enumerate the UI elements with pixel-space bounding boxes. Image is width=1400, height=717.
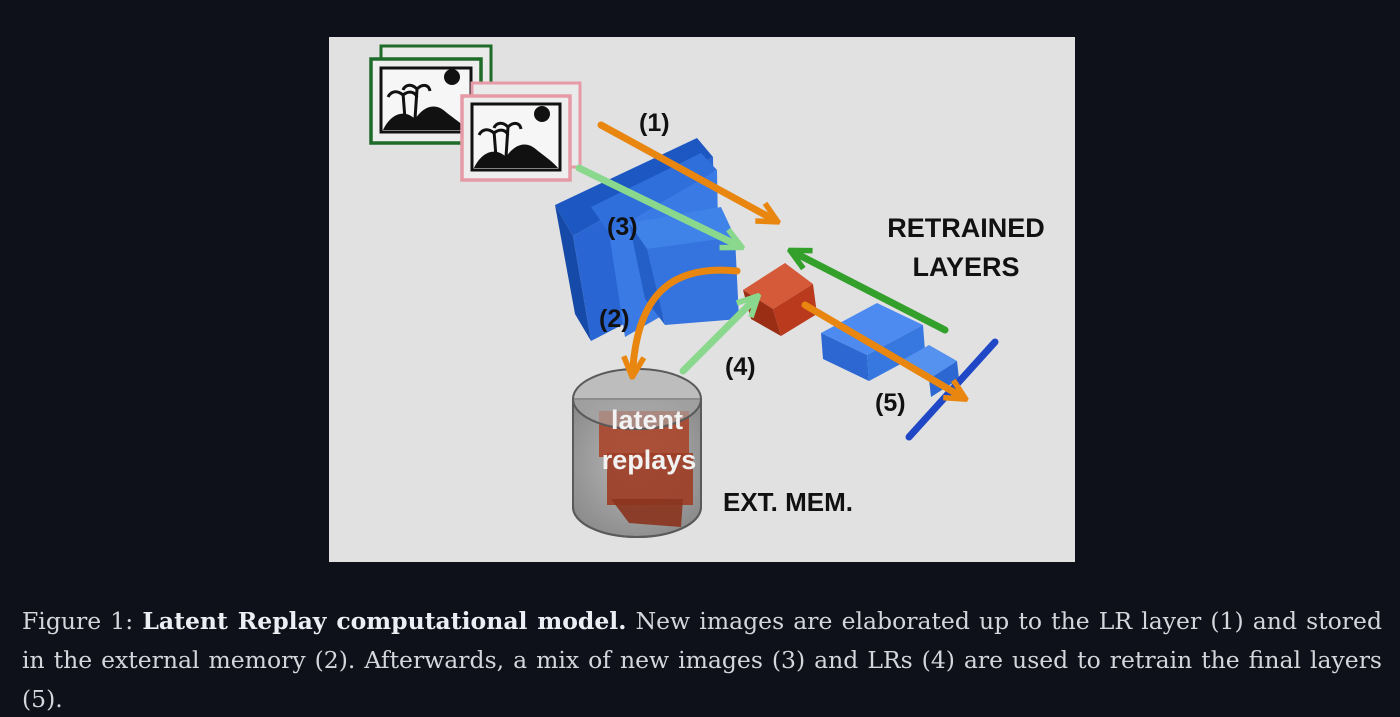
input-image-2	[460, 81, 582, 182]
image-icon	[470, 102, 562, 172]
label-latent-line-1: latent	[611, 405, 683, 435]
caption-prefix: Figure 1:	[22, 607, 134, 635]
arrow-retrain-feedback	[799, 255, 949, 334]
figure-caption: Figure 1: Latent Replay computational mo…	[22, 602, 1382, 717]
label-retrained-line-2: LAYERS	[912, 252, 1019, 282]
arrow-step-5	[801, 301, 957, 394]
label-retrained-line-1: RETRAINED	[887, 213, 1045, 243]
label-latent-line-2: replays	[602, 445, 697, 475]
input-image-1	[369, 44, 493, 145]
label-step-5: (5)	[875, 389, 906, 417]
label-step-3: (3)	[607, 213, 638, 241]
caption-body: New images are elaborated up to the LR l…	[22, 607, 1382, 713]
image-icon	[379, 66, 473, 134]
label-step-4: (4)	[725, 353, 756, 381]
label-step-1: (1)	[639, 109, 670, 137]
external-memory	[572, 368, 702, 538]
figure-panel: (1) (3) (2) (4) (5) RETRAINED LAYERS lat…	[329, 37, 1075, 562]
label-step-2: (2)	[599, 305, 630, 333]
latent-replay-layer	[743, 263, 817, 336]
latent-replay-diagram: (1) (3) (2) (4) (5) RETRAINED LAYERS lat…	[369, 44, 1045, 538]
caption-title: Latent Replay computational model.	[142, 607, 627, 635]
arrow-step-1	[597, 121, 769, 217]
label-ext-mem: EXT. MEM.	[723, 487, 853, 517]
arrow-step-2	[633, 266, 741, 367]
arrow-step-3	[575, 164, 733, 243]
arrow-step-4	[679, 303, 751, 375]
retrained-layers	[821, 303, 999, 441]
